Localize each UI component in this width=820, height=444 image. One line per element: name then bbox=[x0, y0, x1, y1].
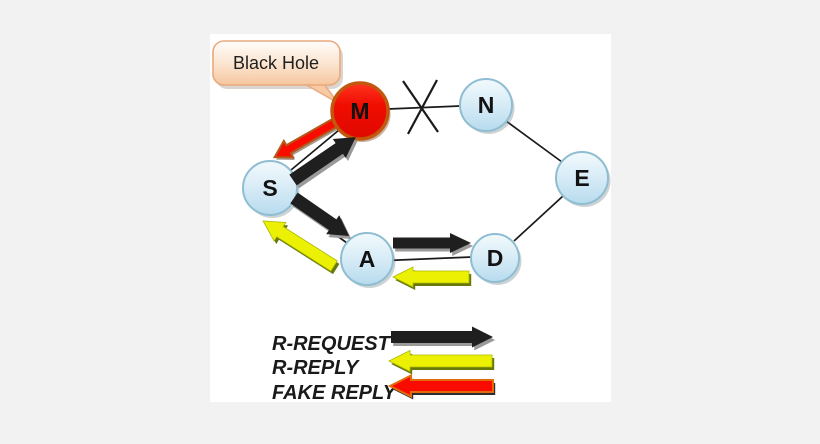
node-a: A bbox=[340, 232, 396, 288]
node-n-label: N bbox=[478, 92, 495, 118]
diagram-panel bbox=[210, 34, 611, 402]
legend-item-fake-reply: FAKE REPLY bbox=[272, 374, 496, 404]
callout-label: Black Hole bbox=[233, 53, 319, 73]
node-s-label: S bbox=[262, 175, 277, 201]
legend-label-r-reply: R-REPLY bbox=[272, 357, 360, 379]
node-d-label: D bbox=[487, 245, 504, 271]
node-e-label: E bbox=[574, 165, 589, 191]
node-s-circle bbox=[242, 160, 298, 216]
black-hole-callout: Black Hole bbox=[212, 40, 343, 104]
node-a-circle bbox=[340, 232, 394, 286]
node-m-black-hole: M bbox=[330, 81, 391, 142]
node-d-circle bbox=[470, 233, 520, 283]
callout-bubble bbox=[212, 40, 341, 86]
network-nodes: M N E S A D bbox=[242, 78, 611, 288]
edge-e-d bbox=[513, 195, 564, 242]
edge-m-n bbox=[387, 105, 461, 110]
node-s: S bbox=[242, 160, 300, 218]
legend-label-r-request: R-REQUEST bbox=[272, 333, 392, 355]
legend-label-fake-reply: FAKE REPLY bbox=[272, 382, 398, 404]
legend-item-r-request: R-REQUEST bbox=[272, 326, 496, 355]
legend: R-REQUEST R-REPLY FAKE REPLY bbox=[272, 326, 496, 404]
node-n: N bbox=[459, 78, 515, 134]
node-m-circle bbox=[330, 81, 390, 141]
node-e-circle bbox=[555, 151, 609, 205]
node-m-label: M bbox=[350, 98, 369, 124]
node-e: E bbox=[555, 151, 611, 207]
legend-item-r-reply: R-REPLY bbox=[272, 350, 495, 379]
edge-n-e bbox=[505, 120, 563, 163]
node-d: D bbox=[470, 233, 522, 285]
edge-s-m bbox=[290, 129, 340, 171]
node-a-label: A bbox=[359, 246, 376, 272]
broken-link-x-icon bbox=[402, 79, 439, 135]
node-n-circle bbox=[459, 78, 513, 132]
